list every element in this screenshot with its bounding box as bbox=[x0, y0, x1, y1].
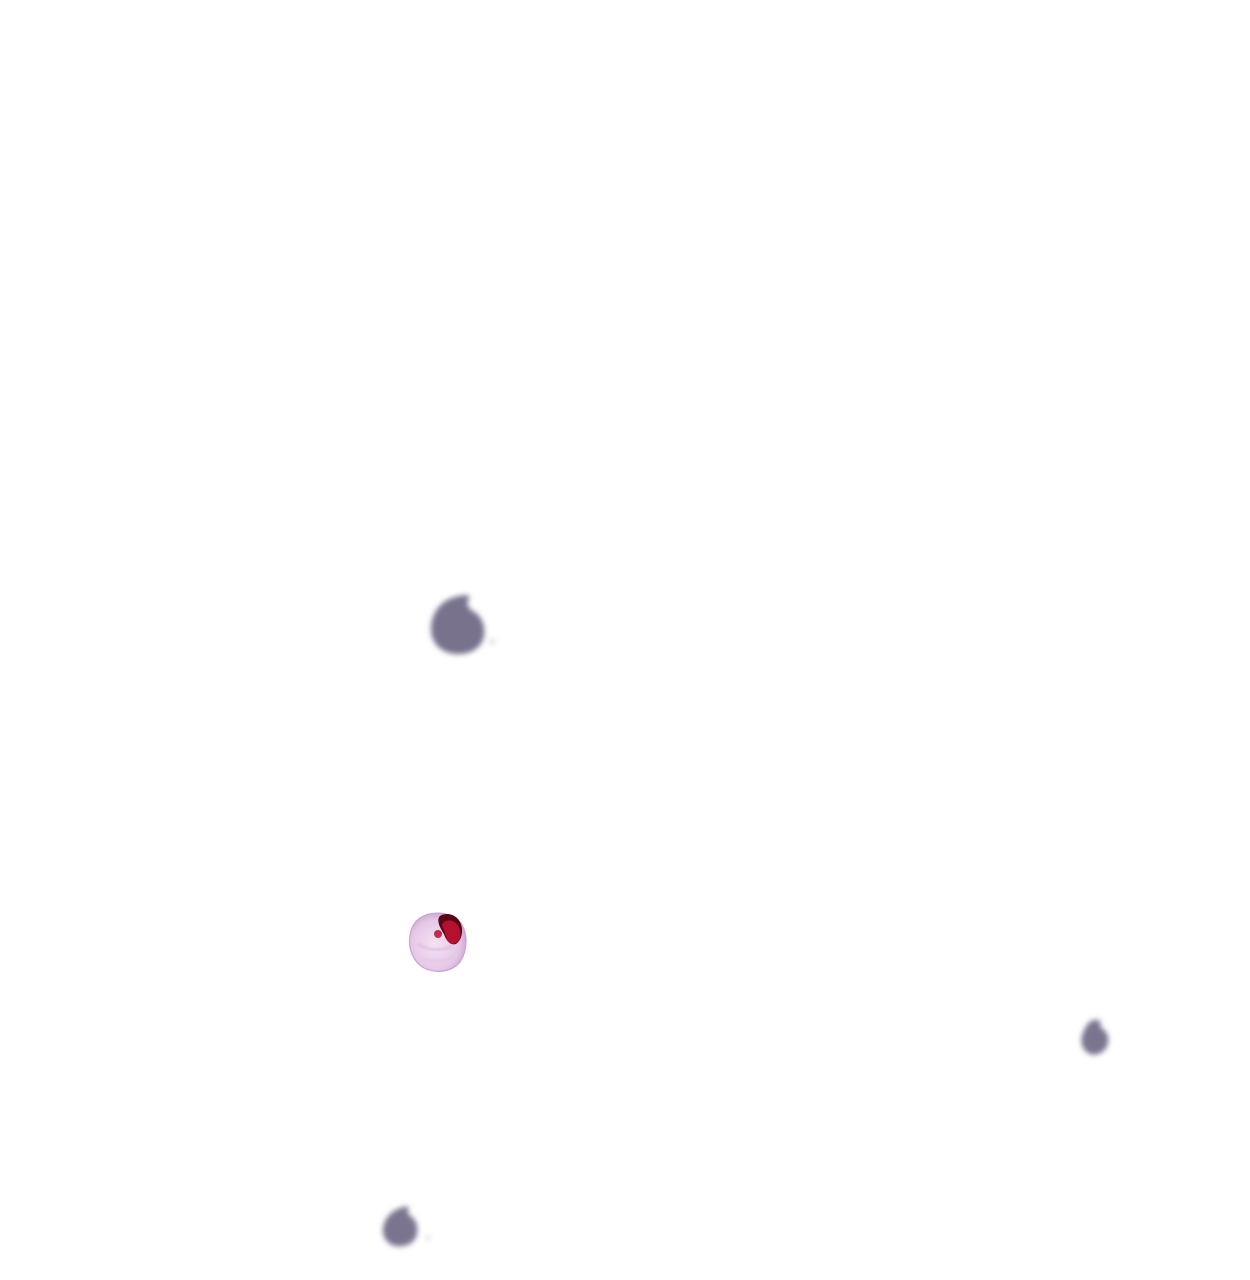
blob-right bbox=[1081, 1019, 1109, 1055]
blob-top bbox=[431, 595, 495, 655]
flower-center bbox=[434, 914, 463, 945]
blob-bottom bbox=[382, 1206, 431, 1247]
pink-flower bbox=[408, 912, 467, 972]
